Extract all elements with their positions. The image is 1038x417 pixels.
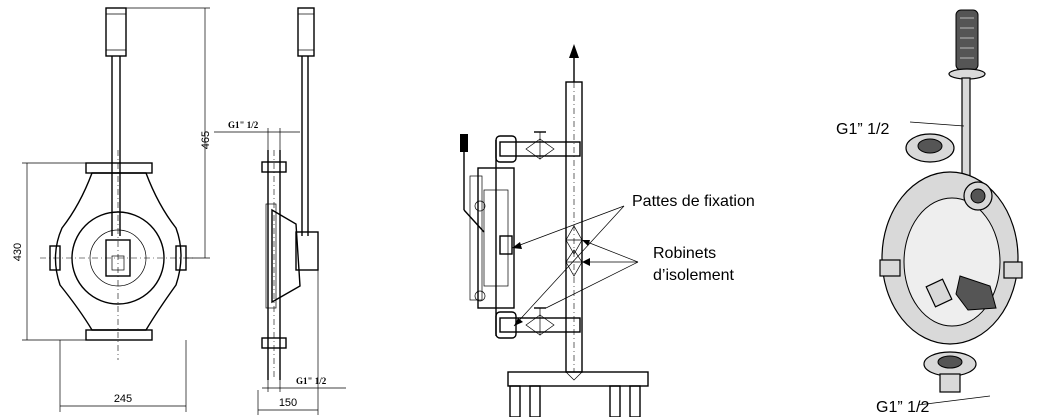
illustration-handle-grip [955, 9, 979, 71]
illustration-top-connection-label: G1” 1/2 [836, 121, 889, 138]
valve-callout-line-1 [581, 239, 639, 263]
bottom-elbow [495, 311, 517, 339]
installation-diagram: Pattes de fixation Robinets d’isolement [460, 44, 755, 417]
side-pump-body [271, 208, 301, 304]
flow-arrow-head [569, 44, 579, 58]
callout-valves-line1: Robinets [653, 245, 716, 262]
dimension-465: 465 [200, 131, 212, 149]
fixing-callout-line-1 [511, 205, 625, 249]
side-view: G1" 1/2 G1" 1/2 150 [214, 7, 346, 415]
side-handle-grip [297, 7, 315, 57]
fixing-lug [499, 235, 513, 255]
dimension-430: 430 [12, 243, 24, 261]
callout-valves-line2: d’isolement [653, 267, 734, 284]
dimension-150: 150 [279, 397, 297, 409]
side-inlet-label: G1" 1/2 [228, 120, 259, 130]
side-lever-housing [295, 231, 319, 271]
front-bottom-flange [85, 329, 153, 341]
illustration-bottom-connection-label: G1” 1/2 [876, 399, 929, 416]
fixing-callout-line-2 [513, 205, 625, 327]
illustration-right-lug [1003, 261, 1023, 279]
front-view: 465 430 245 [12, 7, 212, 412]
riser-valve-upper [565, 225, 583, 255]
base-leg-right [629, 385, 641, 417]
top-elbow [495, 135, 517, 163]
front-handle-grip [105, 7, 127, 57]
callout-fixing-lugs: Pattes de fixation [632, 193, 755, 210]
front-top-flange [85, 162, 153, 174]
illustration-top-leader [909, 121, 965, 127]
valve-callout-line-3 [545, 261, 639, 309]
installed-handle-grip [460, 134, 468, 152]
illustration-lever [955, 275, 997, 311]
base-manifold [507, 371, 649, 387]
dimension-245: 245 [114, 393, 132, 405]
illustration-left-lug [879, 259, 901, 277]
pump-illustration: G1” 1/2 G1” 1/2 [836, 9, 1023, 416]
side-outlet-label: G1" 1/2 [296, 376, 327, 386]
illustration-bottom-leader [917, 395, 991, 406]
base-leg-left [509, 385, 521, 417]
front-pump-body [54, 172, 182, 331]
